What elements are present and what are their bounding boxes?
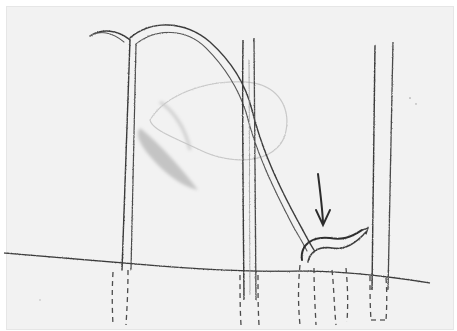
branching-stem	[90, 25, 314, 270]
tall-stem-right	[372, 42, 393, 290]
ground-line	[4, 253, 430, 283]
tall-stem-center	[243, 38, 256, 300]
dashed-roots	[112, 265, 387, 325]
smudged-leaf	[138, 102, 198, 190]
diagonal-stem	[252, 110, 314, 250]
arrow-indicator	[316, 174, 330, 225]
faint-loop	[150, 82, 287, 160]
